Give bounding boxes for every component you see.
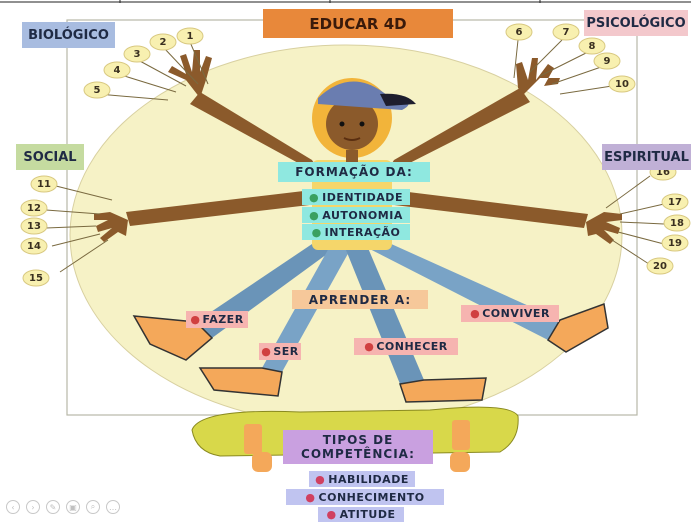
label-biologico: BIOLÓGICO: [22, 22, 115, 48]
aprender-item: ●FAZER: [186, 311, 248, 328]
number-label: 5: [86, 82, 108, 98]
number-label: 12: [23, 200, 45, 216]
bullet-icon: ●: [315, 473, 325, 486]
formacao-item: ●IDENTIDADE: [302, 189, 410, 205]
number-label: 6: [508, 24, 530, 40]
number-label: 15: [25, 270, 47, 286]
number-label: 7: [555, 24, 577, 40]
competencia-item: ●HABILIDADE: [309, 471, 415, 487]
number-label: 2: [152, 34, 174, 50]
pen-icon[interactable]: ✎: [46, 500, 60, 514]
competencia-item: ●ATITUDE: [318, 507, 404, 522]
formacao-item-label: INTERAÇÃO: [325, 226, 401, 239]
formacao-item-label: AUTONOMIA: [322, 209, 403, 222]
aprender-heading: APRENDER A:: [292, 290, 428, 309]
number-label: 3: [126, 46, 148, 62]
formacao-item: ●AUTONOMIA: [302, 207, 410, 223]
label-social: SOCIAL: [16, 144, 84, 170]
previous-icon[interactable]: ‹: [6, 500, 20, 514]
aprender-item-label: FAZER: [202, 313, 243, 326]
number-label: 11: [33, 176, 55, 192]
number-label: 8: [581, 38, 603, 54]
bullet-icon: ●: [327, 508, 337, 521]
number-label: 14: [23, 238, 45, 254]
more-icon[interactable]: …: [106, 500, 120, 514]
competencia-item-label: ATITUDE: [340, 508, 396, 521]
label-espiritual: ESPIRITUAL: [602, 144, 691, 170]
number-label: 19: [664, 235, 686, 251]
bullet-icon: ●: [364, 340, 374, 353]
label-psicologico: PSICOLÓGICO: [584, 10, 688, 36]
number-label: 20: [649, 258, 671, 274]
bullet-icon: ●: [305, 491, 315, 504]
bullet-icon: ●: [261, 345, 271, 358]
aprender-item-label: SER: [273, 345, 298, 358]
next-icon[interactable]: ›: [26, 500, 40, 514]
slides-icon[interactable]: ▣: [66, 500, 80, 514]
aprender-item-label: CONHECER: [376, 340, 447, 353]
competencia-heading: TIPOS DE COMPETÊNCIA:: [283, 430, 433, 464]
bullet-icon: ●: [312, 226, 322, 239]
aprender-item: ●CONHECER: [354, 338, 458, 355]
competencia-item-label: HABILIDADE: [328, 473, 409, 486]
aprender-item-label: CONVIVER: [482, 307, 550, 320]
competencia-item-label: CONHECIMENTO: [319, 491, 425, 504]
bullet-icon: ●: [190, 313, 200, 326]
aprender-item: ●SER: [259, 343, 301, 360]
page-title: EDUCAR 4D: [263, 9, 453, 38]
number-label: 13: [23, 218, 45, 234]
bullet-icon: ●: [309, 191, 319, 204]
bullet-icon: ●: [309, 209, 319, 222]
number-label: 1: [179, 28, 201, 44]
aprender-item: ●CONVIVER: [461, 305, 559, 322]
number-label: 17: [664, 194, 686, 210]
competencia-heading-line2: COMPETÊNCIA:: [301, 447, 415, 461]
number-label: 10: [611, 76, 633, 92]
number-label: 4: [106, 62, 128, 78]
competencia-heading-line1: TIPOS DE: [323, 433, 394, 447]
number-label: 18: [666, 215, 688, 231]
number-label: 9: [596, 53, 618, 69]
competencia-item: ● CONHECIMENTO: [286, 489, 444, 505]
zoom-icon[interactable]: ⌕: [86, 500, 100, 514]
bullet-icon: ●: [470, 307, 480, 320]
formacao-heading: FORMAÇÃO DA:: [278, 162, 430, 182]
formacao-item: ●INTERAÇÃO: [302, 224, 410, 240]
formacao-item-label: IDENTIDADE: [322, 191, 403, 204]
